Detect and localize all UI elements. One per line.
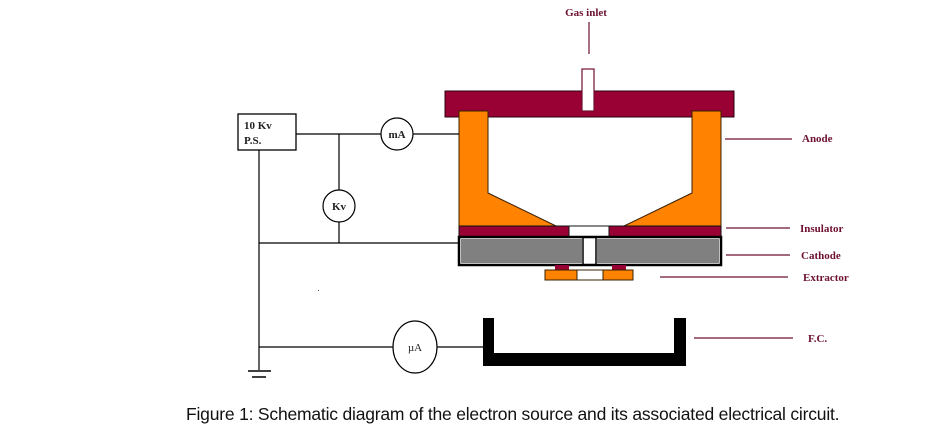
extractor-label: Extractor [803, 272, 849, 284]
power-supply-box [237, 113, 297, 151]
anode-left [458, 110, 557, 227]
figure-caption: Figure 1: Schematic diagram of the elect… [186, 404, 840, 424]
kilovoltmeter-label: Kv [332, 201, 347, 213]
anode-label: Anode [802, 133, 833, 145]
extractor-spacer-right [612, 265, 626, 270]
ground-icon [248, 370, 271, 378]
insulator-left [458, 225, 570, 238]
faraday-cup-label: F.C. [808, 333, 827, 345]
microammeter [392, 320, 438, 374]
insulator-right [608, 225, 722, 238]
extractor-aperture [576, 269, 604, 281]
cathode-left [461, 239, 582, 263]
insulator-label: Insulator [800, 223, 844, 235]
stray-mark [318, 290, 319, 291]
microammeter-label: µA [408, 342, 422, 354]
cathode-right [597, 239, 719, 263]
insulator-aperture [568, 225, 610, 238]
circuit-wires [258, 133, 483, 370]
power-supply-label: P.S. [244, 135, 262, 147]
gas-inlet-tube [581, 68, 595, 112]
gas-inlet-label: Gas inlet [565, 7, 607, 19]
power-supply-voltage-label: 10 Kv [244, 120, 272, 132]
faraday-cup [483, 318, 686, 366]
anode-right [623, 110, 722, 227]
cathode-label: Cathode [801, 250, 841, 262]
extractor-left [544, 269, 578, 281]
kilovoltmeter [322, 189, 356, 223]
milliammeter [380, 117, 414, 151]
milliammeter-label: mA [388, 129, 405, 141]
extractor-right [602, 269, 634, 281]
extractor-spacer-left [555, 265, 569, 270]
